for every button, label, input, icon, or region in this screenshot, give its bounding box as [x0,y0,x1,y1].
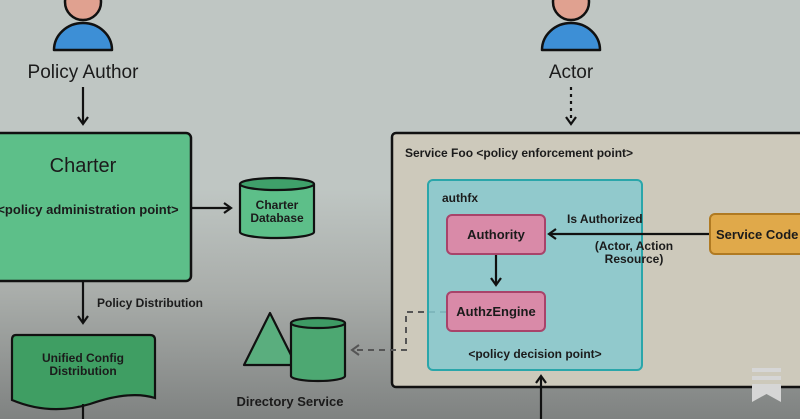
actor-person-icon [540,0,602,52]
policy-author-person-icon [52,0,114,52]
service-code-box[interactable] [709,213,800,255]
policy-distribution-label: Policy Distribution [97,296,203,310]
charter-subtitle: <policy administration point> [0,202,179,217]
authz-to-directory-connector [350,311,446,356]
bookmark-icon[interactable] [752,368,781,402]
is-authorized-args-1: (Actor, Action [595,239,673,253]
is-authorized-label: Is Authorized [567,212,643,226]
actor-label: Actor [549,62,594,83]
is-authorized-args-2: Resource) [605,252,664,266]
charter-database-label-2: Database [250,211,304,225]
policy-author-label: Policy Author [28,62,140,83]
authz-engine-box[interactable] [446,291,546,332]
service-code-label: Service Code [716,227,798,242]
charter-box [0,131,193,283]
directory-service-icon [242,311,347,383]
service-foo-title: Service Foo <policy enforcement point> [405,146,633,160]
authz-engine-label: AuthzEngine [456,304,535,319]
authfx-title: authfx [442,191,478,205]
unified-config-label-2: Distribution [49,364,116,378]
directory-service-label: Directory Service [237,394,344,409]
authfx-box [427,179,643,371]
unified-config-label-1: Unified Config [42,351,124,365]
charter-database-cylinder [238,176,316,240]
authority-label: Authority [467,227,526,242]
authority-box[interactable] [446,214,546,255]
charter-title: Charter [50,155,117,177]
unified-config-distribution-box [10,333,157,411]
charter-database-label-1: Charter [256,198,299,212]
authfx-footer: <policy decision point> [468,347,601,361]
